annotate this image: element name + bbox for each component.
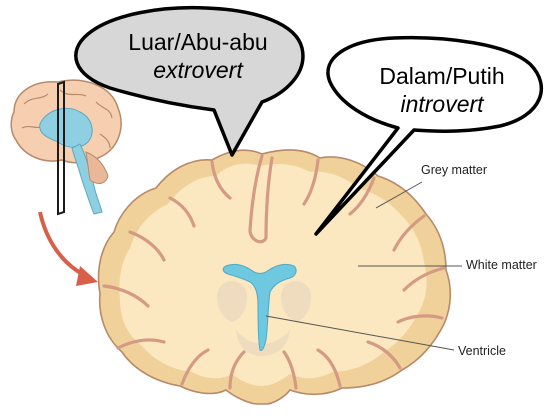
ventricle-shape (222, 263, 297, 351)
direction-arrow (38, 211, 98, 286)
bubble-right-line1: Dalam/Putih (379, 63, 505, 89)
ventricle-leader-line (265, 315, 455, 351)
bubble-left-text: Luar/Abu-abu extrovert (98, 28, 298, 84)
brain-sulci (102, 154, 446, 390)
bubble-right-text: Dalam/Putih introvert (352, 62, 532, 118)
brain-thumbnail (10, 79, 122, 216)
bubble-left-line1: Luar/Abu-abu (128, 29, 268, 55)
label-ventricle: Ventricle (458, 344, 506, 358)
brain-coronal-section (97, 149, 452, 405)
bubble-right-line2: introvert (400, 91, 484, 117)
label-grey-matter: Grey matter (421, 163, 487, 177)
bubble-left-line2: extrovert (153, 57, 243, 83)
grey-matter-leader-line (375, 181, 423, 209)
speech-bubble-left (74, 5, 305, 157)
label-white-matter: White matter (466, 258, 537, 272)
speech-bubble-right (314, 35, 544, 236)
